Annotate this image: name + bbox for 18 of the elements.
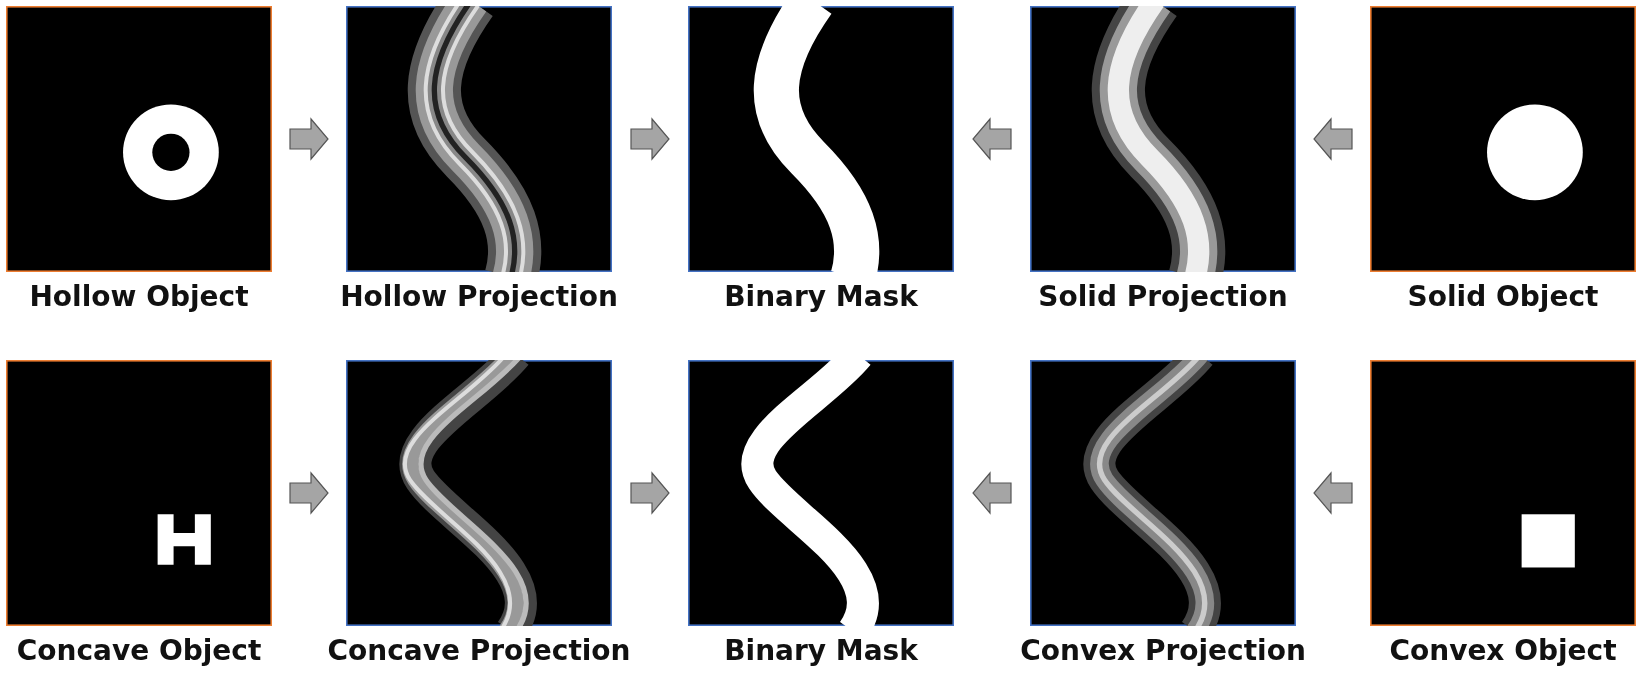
node-label: Solid Object	[1407, 280, 1599, 313]
node-label: Concave Object	[16, 634, 262, 667]
block-arrow	[1313, 471, 1353, 515]
block-arrow	[289, 117, 329, 161]
block-arrow	[630, 117, 670, 161]
node-label: Convex Projection	[1020, 634, 1306, 667]
block-arrow	[289, 471, 329, 515]
node-label: Hollow Projection	[340, 280, 618, 313]
block-arrow	[972, 471, 1012, 515]
block-arrow	[1313, 117, 1353, 161]
node-label: Hollow Object	[29, 280, 249, 313]
block-arrow	[972, 117, 1012, 161]
block-arrow	[630, 471, 670, 515]
node-label: Solid Projection	[1038, 280, 1288, 313]
node-label: Binary Mask	[724, 280, 918, 313]
node-label: Convex Object	[1389, 634, 1617, 667]
node-label: Concave Projection	[327, 634, 631, 667]
node-label: Binary Mask	[724, 634, 918, 667]
